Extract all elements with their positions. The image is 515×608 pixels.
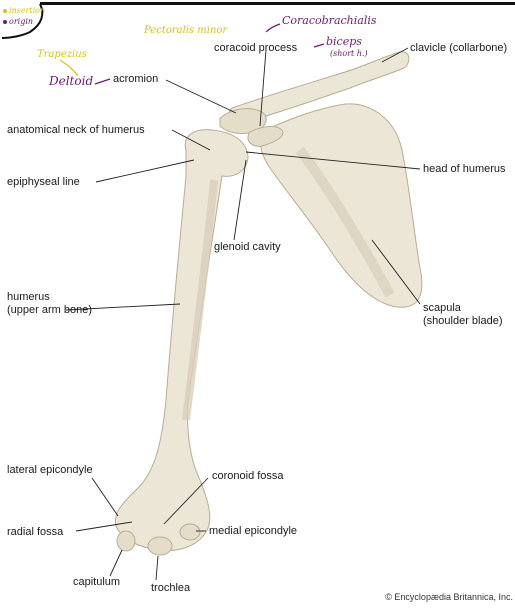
annotation-coracobrachialis: Coracobrachialis [282, 14, 377, 27]
deltoid-pointer [95, 79, 110, 84]
label-glenoid-cavity: glenoid cavity [214, 241, 281, 254]
label-acromion: acromion [113, 73, 158, 86]
label-anatomical-neck: anatomical neck of humerus [7, 124, 145, 137]
trochlea-shape [148, 537, 172, 555]
label-coronoid-fossa: coronoid fossa [212, 470, 284, 483]
label-trochlea: trochlea [151, 582, 190, 595]
leader-acromion [166, 80, 236, 113]
label-capitulum: capitulum [73, 576, 120, 589]
capitulum-shape [117, 531, 135, 551]
label-epiphyseal-line: epiphyseal line [7, 176, 80, 189]
label-scapula-sub: (shoulder blade) [423, 315, 503, 328]
leader-capitulum [110, 550, 122, 576]
copyright-credit: © Encyclopædia Britannica, Inc. [385, 592, 513, 602]
label-scapula: scapula [423, 302, 461, 315]
label-coracoid-process: coracoid process [214, 42, 297, 55]
leader-lateral-epicondyle [92, 478, 118, 516]
insertion-dot-icon [3, 9, 7, 13]
label-humerus-sub: (upper arm bone) [7, 304, 92, 317]
label-head-of-humerus: head of humerus [423, 163, 506, 176]
label-humerus: humerus [7, 291, 50, 304]
annotation-trapezius: Trapezius [37, 49, 87, 60]
coracobrachialis-pointer [266, 24, 280, 32]
humerus-shape [115, 130, 248, 551]
annotation-pectoralis-minor: Pectoralis minor [144, 25, 227, 36]
label-medial-epicondyle: medial epicondyle [209, 525, 297, 538]
annotation-deltoid: Deltoid [49, 74, 93, 88]
legend-insertion: insertion [3, 6, 45, 15]
label-radial-fossa: radial fossa [7, 526, 63, 539]
medial-epicondyle-shape [180, 524, 200, 540]
leader-trochlea [156, 556, 158, 580]
leader-epiphyseal [96, 160, 194, 182]
legend-origin: origin [3, 17, 33, 26]
biceps-pointer [314, 44, 324, 47]
label-lateral-epicondyle: lateral epicondyle [7, 464, 93, 477]
label-clavicle: clavicle (collarbone) [410, 42, 507, 55]
origin-dot-icon [3, 20, 7, 24]
annotation-biceps: biceps [326, 35, 362, 48]
annotation-biceps-short-head: (short h.) [330, 49, 368, 58]
